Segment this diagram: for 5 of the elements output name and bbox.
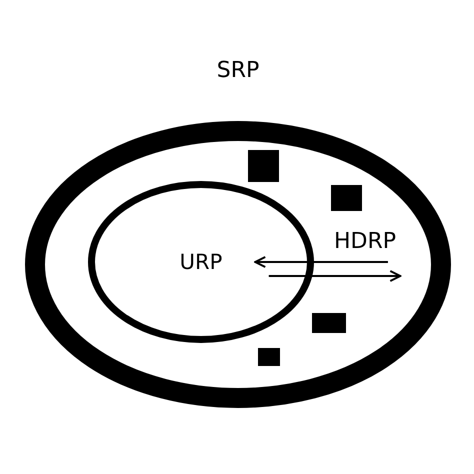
outer-label: SRP — [216, 58, 260, 83]
arrow — [268, 270, 402, 282]
region-label: HDRP — [334, 228, 396, 254]
inner-label: URP — [180, 250, 222, 274]
arrow — [254, 256, 388, 268]
